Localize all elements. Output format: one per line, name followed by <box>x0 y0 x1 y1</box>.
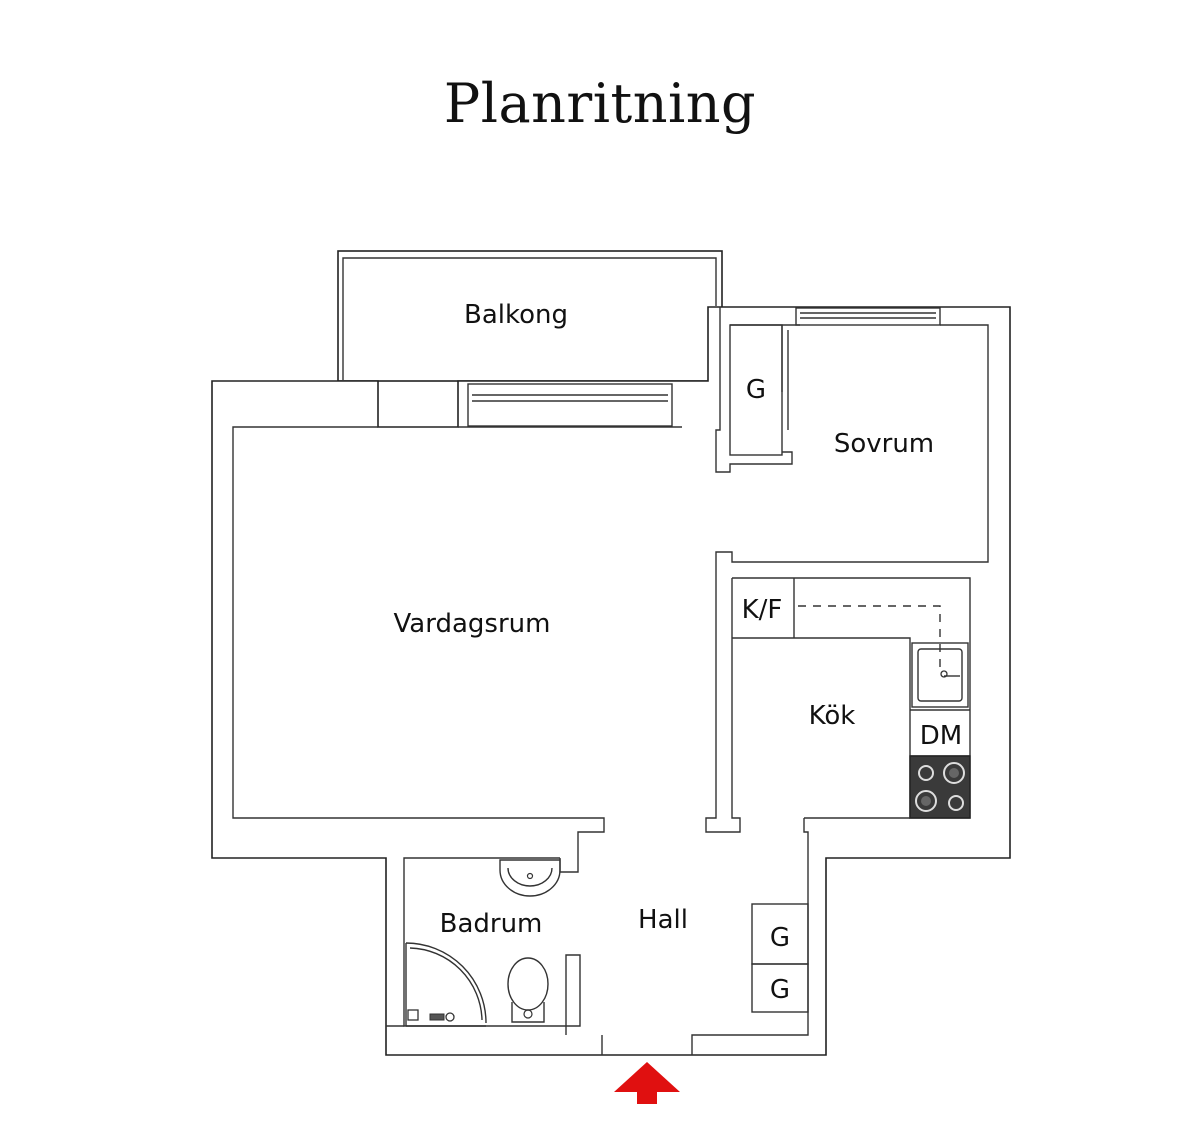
label-diskmaskin: DM <box>920 721 962 751</box>
kitchen <box>732 577 971 819</box>
sink-icon <box>911 642 969 708</box>
bedroom-wardrobe <box>729 324 789 456</box>
label-vardagsrum: Vardagsrum <box>394 609 551 639</box>
entrance-arrow-icon <box>614 1062 680 1104</box>
washbasin-icon <box>499 859 561 897</box>
stove-icon <box>909 755 971 819</box>
bedroom-inner-wall <box>705 324 989 833</box>
balcony-railing <box>342 257 717 380</box>
label-garderob-hall-2: G <box>770 975 790 1005</box>
living-room-wall <box>232 426 605 873</box>
balcony <box>337 250 723 382</box>
shower-icon <box>405 942 487 1027</box>
label-garderob-hall-1: G <box>770 923 790 953</box>
balcony-outer <box>337 250 723 382</box>
label-hall: Hall <box>638 905 688 935</box>
hall-wardrobes <box>751 903 809 1013</box>
label-sovrum: Sovrum <box>834 429 934 459</box>
bathroom <box>386 857 581 1035</box>
label-kok: Kök <box>809 701 856 731</box>
label-balkong: Balkong <box>464 300 568 330</box>
label-garderob-sovrum: G <box>746 375 766 405</box>
label-kyl-frys: K/F <box>742 595 783 625</box>
bedroom-window <box>795 307 941 326</box>
page-title: Planritning <box>443 72 757 135</box>
toilet-icon <box>507 957 549 1023</box>
bedroom-wall <box>715 307 793 473</box>
living-room-window <box>458 383 682 428</box>
label-badrum: Badrum <box>440 909 543 939</box>
